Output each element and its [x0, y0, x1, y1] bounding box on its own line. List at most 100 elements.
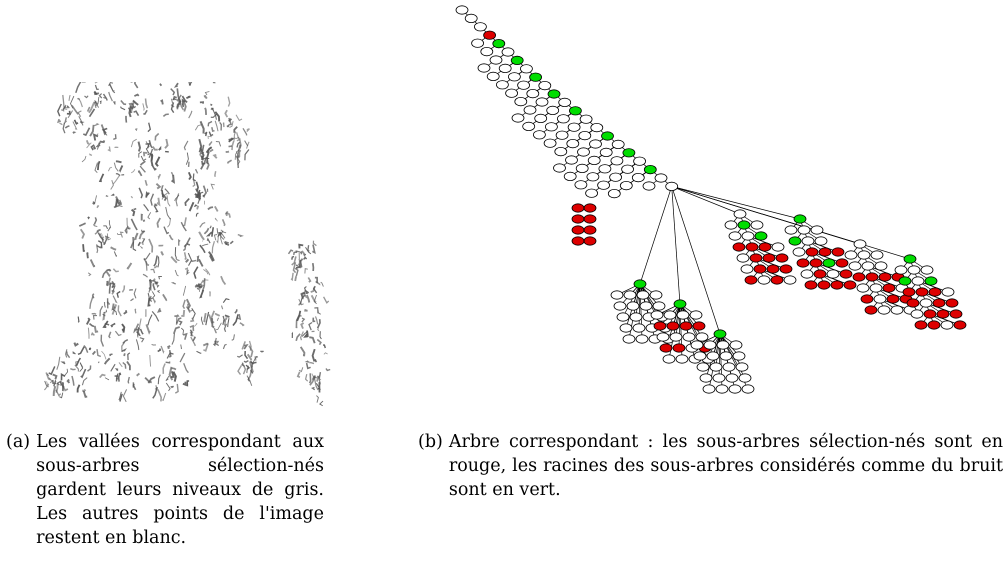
tree-node: [621, 164, 635, 174]
noise-root-node: [713, 329, 727, 339]
tree-node: [650, 310, 664, 320]
selected-node: [659, 343, 673, 353]
noise-root-node: [510, 55, 524, 66]
tree-node: [696, 362, 710, 372]
tree-edge: [560, 127, 597, 152]
selected-node: [813, 269, 827, 279]
selected-node: [653, 321, 667, 331]
selected-node: [779, 264, 793, 274]
tree-node: [693, 351, 707, 361]
tree-node: [706, 351, 720, 361]
component-tree-diagram: [455, 5, 967, 394]
selected-node: [666, 321, 680, 331]
tree-node: [656, 332, 670, 342]
tree-edge: [671, 186, 721, 335]
tree-node: [732, 351, 746, 361]
selected-node: [860, 294, 874, 304]
tree-node: [534, 113, 548, 124]
tree-node: [508, 72, 521, 82]
selected-node: [886, 294, 900, 304]
tree-node: [874, 261, 888, 271]
noise-root-node: [898, 276, 912, 286]
selected-node: [914, 320, 928, 330]
tree-node: [464, 13, 478, 23]
tree-node: [689, 310, 703, 320]
tree-node: [523, 105, 537, 115]
selected-node: [915, 287, 929, 297]
noise-root-node: [529, 72, 542, 82]
tree-node: [724, 220, 738, 230]
tree-node: [699, 373, 713, 383]
tree-node: [757, 275, 771, 285]
tree-node: [526, 89, 540, 99]
tree-node: [890, 305, 904, 315]
noise-root-node: [903, 254, 917, 264]
tree-node: [505, 88, 518, 98]
selected-node: [953, 320, 967, 330]
tree-node: [797, 225, 811, 235]
noise-root-node: [568, 106, 582, 116]
selected-node: [744, 275, 758, 285]
selected-node: [583, 214, 597, 224]
selected-node: [830, 280, 844, 290]
tree-node: [599, 147, 613, 157]
tree-node: [631, 173, 645, 183]
tree-node: [626, 301, 640, 311]
noise-root-node: [754, 231, 768, 241]
tree-node: [729, 340, 743, 350]
tree-node: [590, 123, 604, 133]
tree-node: [546, 105, 560, 116]
tree-node: [741, 231, 755, 241]
tree-node: [629, 312, 643, 322]
tree-node: [610, 290, 624, 300]
tree-node: [589, 139, 602, 149]
tree-node: [636, 290, 650, 300]
tree-node: [577, 147, 590, 157]
selected-node: [936, 309, 950, 319]
tree-node: [800, 269, 814, 279]
selected-node: [843, 280, 857, 290]
tree-node: [586, 172, 600, 182]
tree-node: [563, 171, 577, 181]
tree-node: [652, 301, 666, 311]
noise-root-node: [793, 214, 807, 224]
noise-root-node: [788, 236, 802, 246]
tree-node: [733, 209, 747, 219]
selected-node: [864, 305, 878, 315]
noise-root-node: [643, 165, 657, 175]
tree-node: [738, 373, 752, 383]
selected-node: [928, 287, 942, 297]
tree-edge: [639, 186, 673, 285]
tree-edge: [539, 110, 576, 136]
selected-node: [902, 287, 916, 297]
tree-node: [533, 130, 546, 140]
selected-node: [672, 343, 686, 353]
tree-edge: [671, 186, 681, 305]
tree-node: [665, 181, 679, 191]
tree-node: [642, 181, 656, 191]
tree-node: [870, 250, 884, 260]
tree-node: [545, 122, 558, 132]
tree-node: [578, 131, 592, 141]
tree-node: [675, 354, 689, 364]
tree-node: [496, 80, 509, 90]
tree-node: [579, 114, 593, 124]
tree-node: [725, 373, 739, 383]
tree-node: [877, 305, 891, 315]
tree-nodes: [455, 5, 967, 394]
tree-node: [690, 340, 704, 350]
tree-node: [712, 373, 726, 383]
tree-node: [771, 242, 785, 252]
tree-node: [941, 287, 955, 297]
selected-node: [758, 242, 772, 252]
tree-node: [848, 261, 862, 271]
tree-node: [856, 283, 870, 293]
tree-node: [869, 283, 883, 293]
selected-valleys-image: [43, 82, 331, 407]
tree-node: [826, 269, 840, 279]
tree-node: [703, 340, 717, 350]
tree-edge: [679, 303, 703, 338]
selected-node: [753, 264, 767, 274]
tree-node: [728, 384, 742, 394]
selected-node: [809, 258, 823, 268]
